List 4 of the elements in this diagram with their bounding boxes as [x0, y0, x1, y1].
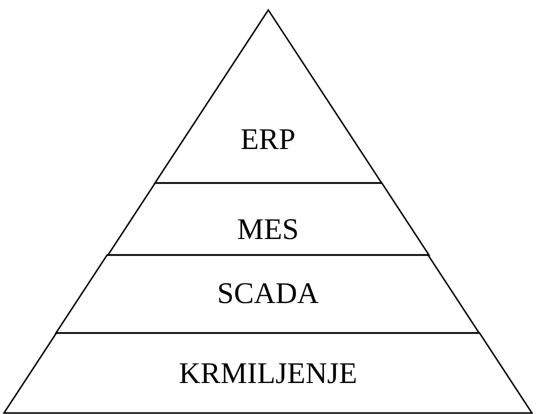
level-label: SCADA [217, 276, 319, 312]
level-label: ERP [240, 122, 296, 158]
level-label: MES [237, 212, 299, 248]
level-label: KRMILJENJE [178, 356, 358, 392]
